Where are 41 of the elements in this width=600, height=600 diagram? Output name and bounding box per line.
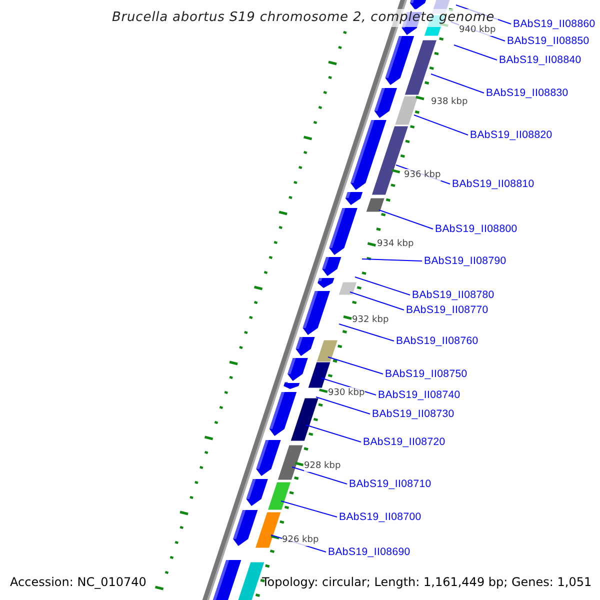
- gene-label: BAbS19_II08730: [372, 407, 454, 421]
- leader-line: [354, 276, 410, 296]
- gene-label: BAbS19_II08740: [378, 388, 460, 402]
- footer-text: Topology: circular; Length: 1,161,449 bp; Genes: 1,051: [262, 574, 592, 590]
- gene-label: BAbS19_II08840: [499, 53, 582, 67]
- leader-line: [280, 500, 338, 518]
- scale-label: 930 kbp: [328, 387, 365, 399]
- leader-line: [454, 44, 498, 60]
- leader-line: [378, 210, 434, 230]
- scale-label: 928 kbp: [304, 460, 341, 472]
- gene-label: BAbS19_II08720: [363, 435, 446, 449]
- leader-line: [306, 424, 362, 442]
- scale-label: 926 kbp: [282, 534, 319, 546]
- gene-label: BAbS19_II08760: [396, 334, 478, 348]
- gene-label: BAbS19_II08800: [435, 222, 518, 236]
- gene-label: BAbS19_II08690: [328, 545, 410, 559]
- gene-label: BAbS19_II08830: [486, 86, 568, 100]
- scale-label: 932 kbp: [352, 314, 389, 326]
- scale-label: 934 kbp: [377, 238, 414, 250]
- footer-text: Accession: NC_010740: [10, 574, 146, 590]
- leader-line: [328, 356, 384, 374]
- gene-label: BAbS19_II08820: [470, 128, 552, 142]
- gene-label: BAbS19_II08700: [339, 510, 422, 524]
- leader-line: [316, 396, 370, 414]
- gene-label: BAbS19_II08710: [349, 477, 432, 491]
- leader-line: [338, 324, 394, 342]
- leader-line: [292, 466, 348, 484]
- gene-label: BAbS19_II08860: [513, 17, 596, 31]
- scale-label: 938 kbp: [431, 96, 468, 108]
- gene-label: BAbS19_II08810: [452, 177, 534, 191]
- scale-label: 936 kbp: [404, 169, 441, 181]
- gene-label: BAbS19_II08780: [412, 288, 494, 302]
- leader-line: [430, 74, 484, 94]
- gene-label: BAbS19_II08750: [385, 367, 468, 381]
- leader-line: [350, 292, 404, 310]
- leader-line: [362, 258, 422, 262]
- gene-label: BAbS19_II08790: [424, 254, 506, 268]
- gene-label: BAbS19_II08770: [406, 303, 488, 317]
- gene-label: BAbS19_II08850: [507, 34, 590, 48]
- leader-line: [414, 114, 468, 136]
- scale-label: 940 kbp: [459, 24, 496, 36]
